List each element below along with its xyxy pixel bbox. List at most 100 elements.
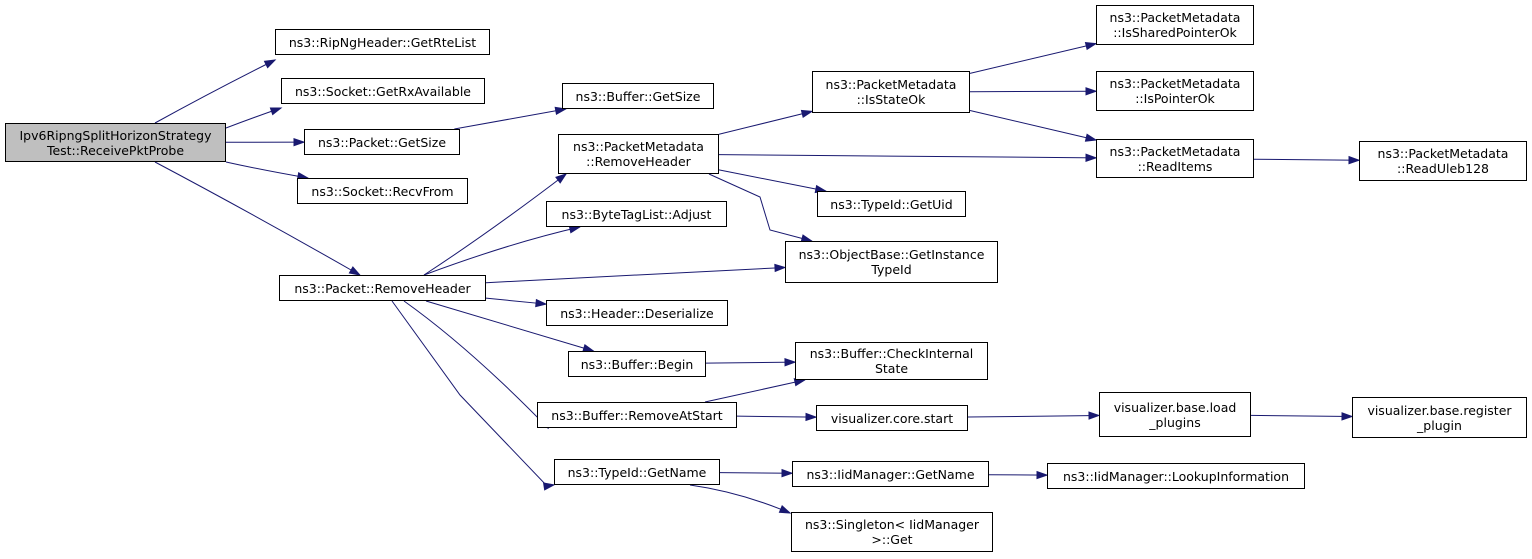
node-label-line: visualizer.base.load	[1113, 399, 1237, 415]
function-node-n18[interactable]: ns3::IidManager::GetName	[792, 461, 989, 487]
arrowhead-n5-n9	[535, 298, 548, 308]
arrowhead-n3-n6	[554, 106, 568, 115]
node-label-line: ns3::Packet::GetSize	[317, 134, 447, 150]
node-label-line: ns3::Buffer::CheckInternal	[809, 346, 974, 361]
arrowhead-n5-n12	[542, 482, 556, 491]
edge-n5-n8	[423, 226, 580, 276]
arrowhead-n18-n24	[1036, 470, 1049, 480]
arrowhead-n12-n18	[781, 468, 794, 478]
function-node-n14[interactable]: ns3::TypeId::GetUid	[817, 191, 966, 217]
function-node-n26[interactable]: visualizer.base.register_plugin	[1352, 397, 1527, 438]
node-label-line: ns3::Buffer::GetSize	[575, 88, 701, 104]
function-node-n11[interactable]: ns3::Buffer::RemoveAtStart	[537, 402, 737, 428]
arrowhead-n13-n20	[1084, 41, 1098, 51]
node-label-line: Ipv6RipngSplitHorizonStrategy	[19, 127, 212, 143]
node-label-line: ns3::IidManager::LookupInformation	[1062, 468, 1289, 484]
node-label-line: ns3::Singleton< IidManager	[804, 517, 980, 532]
node-label-line: State	[874, 361, 909, 376]
function-node-n8[interactable]: ns3::ByteTagList::Adjust	[546, 201, 727, 227]
function-node-n9[interactable]: ns3::Header::Deserialize	[546, 300, 728, 326]
function-node-n20[interactable]: ns3::PacketMetadata::IsSharedPointerOk	[1096, 5, 1254, 45]
function-node-n5[interactable]: ns3::Packet::RemoveHeader	[279, 275, 486, 301]
node-label-line: ::ReadItems	[1137, 158, 1213, 174]
function-node-n21[interactable]: ns3::PacketMetadata::IsPointerOk	[1096, 71, 1254, 111]
node-label-line: ns3::Buffer::Begin	[580, 356, 694, 372]
node-label-line: ns3::PacketMetadata	[1377, 146, 1509, 161]
arrowhead-n11-n17	[805, 412, 818, 422]
function-node-n7[interactable]: ns3::PacketMetadata::RemoveHeader	[558, 134, 719, 174]
node-label-line: ns3::Socket::RecvFrom	[311, 183, 454, 199]
node-label-line: _plugins	[1149, 414, 1201, 430]
node-label-line: >::Get	[871, 532, 913, 547]
node-label-line: ns3::PacketMetadata	[825, 77, 957, 92]
edge-n7-n15	[708, 173, 812, 242]
edge-n11-n16	[704, 379, 805, 403]
node-label-line: ns3::PacketMetadata	[1109, 10, 1241, 25]
function-node-n1[interactable]: ns3::RipNgHeader::GetRteList	[275, 29, 490, 55]
edge-n13-n22	[969, 110, 1097, 141]
arrowhead-n7-n13	[800, 109, 814, 118]
node-label-line: ns3::PacketMetadata	[1109, 76, 1241, 91]
edge-n7-n22	[718, 154, 1097, 159]
node-label-line: Test::ReceivePktProbe	[46, 142, 185, 158]
function-node-n22[interactable]: ns3::PacketMetadata::ReadItems	[1096, 139, 1254, 178]
node-label-line: ns3::PacketMetadata	[573, 139, 704, 154]
arrowhead-n5-n15	[774, 263, 787, 273]
edge-n11-n17	[736, 415, 817, 418]
arrowhead-n7-n22	[1085, 153, 1098, 162]
function-node-n6[interactable]: ns3::Buffer::GetSize	[562, 83, 714, 109]
node-label-line: ns3::TypeId::GetName	[567, 464, 707, 480]
node-label-line: ns3::RipNgHeader::GetRteList	[288, 34, 477, 50]
node-label-line: ns3::Header::Deserialize	[560, 305, 714, 321]
edge-n5-n15	[485, 266, 786, 284]
node-label-line: ns3::Buffer::RemoveAtStart	[551, 407, 723, 423]
node-label-line: ns3::TypeId::GetUid	[830, 196, 953, 212]
function-node-n23[interactable]: visualizer.base.load_plugins	[1099, 392, 1251, 437]
edge-n7-n14	[718, 169, 826, 192]
function-node-n24[interactable]: ns3::IidManager::LookupInformation	[1047, 463, 1305, 489]
node-label-line: ns3::Socket::GetRxAvailable	[294, 83, 471, 99]
node-label-line: ns3::Packet::RemoveHeader	[294, 280, 471, 296]
arrowhead-n13-n21	[1085, 87, 1098, 96]
function-node-n4[interactable]: ns3::Socket::RecvFrom	[297, 178, 468, 204]
arrowhead-n13-n22	[1084, 133, 1098, 142]
function-node-n19[interactable]: ns3::Singleton< IidManager>::Get	[791, 512, 993, 552]
edge-n13-n20	[969, 43, 1097, 74]
node-label-line: ns3::PacketMetadata	[1109, 143, 1241, 159]
edge-n10-n16	[705, 361, 796, 364]
edge-n5-n10	[425, 300, 594, 352]
edge-n23-n26	[1250, 414, 1353, 418]
node-label-line: ::IsSharedPointerOk	[1113, 25, 1237, 40]
node-label-line: TypeId	[871, 262, 912, 277]
arrowhead-n17-n23	[1088, 411, 1101, 420]
arrowhead-n0-n5	[348, 266, 362, 276]
function-node-n2[interactable]: ns3::Socket::GetRxAvailable	[281, 78, 485, 104]
edge-n22-n25	[1253, 158, 1360, 161]
node-label-line: visualizer.base.register	[1367, 402, 1512, 418]
edge-n17-n23	[967, 414, 1100, 418]
function-node-n12[interactable]: ns3::TypeId::GetName	[554, 459, 720, 485]
edge-n3-n6	[454, 108, 566, 130]
function-node-n17[interactable]: visualizer.core.start	[816, 405, 968, 431]
node-label-line: visualizer.core.start	[830, 410, 954, 426]
function-node-n25[interactable]: ns3::PacketMetadata::ReadUleb128	[1359, 141, 1527, 181]
function-node-n3[interactable]: ns3::Packet::GetSize	[304, 129, 460, 155]
edge-n0-n4	[225, 161, 308, 179]
edge-n0-n5	[154, 161, 361, 276]
node-label-line: ::RemoveHeader	[586, 154, 691, 169]
arrowhead-n0-n1	[263, 59, 277, 69]
arrowhead-n10-n16	[784, 358, 797, 367]
function-node-n10[interactable]: ns3::Buffer::Begin	[568, 351, 706, 377]
edge-n5-n7	[423, 173, 567, 276]
arrowhead-n0-n3	[293, 137, 306, 147]
edge-n0-n1	[154, 59, 276, 124]
node-label-line: ::IsPointerOk	[1135, 91, 1215, 106]
node-label-line: ns3::ByteTagList::Adjust	[561, 206, 712, 222]
edge-n7-n13	[718, 110, 813, 135]
function-node-n13[interactable]: ns3::PacketMetadata::IsStateOk	[812, 71, 970, 113]
edge-n12-n18	[719, 472, 793, 474]
